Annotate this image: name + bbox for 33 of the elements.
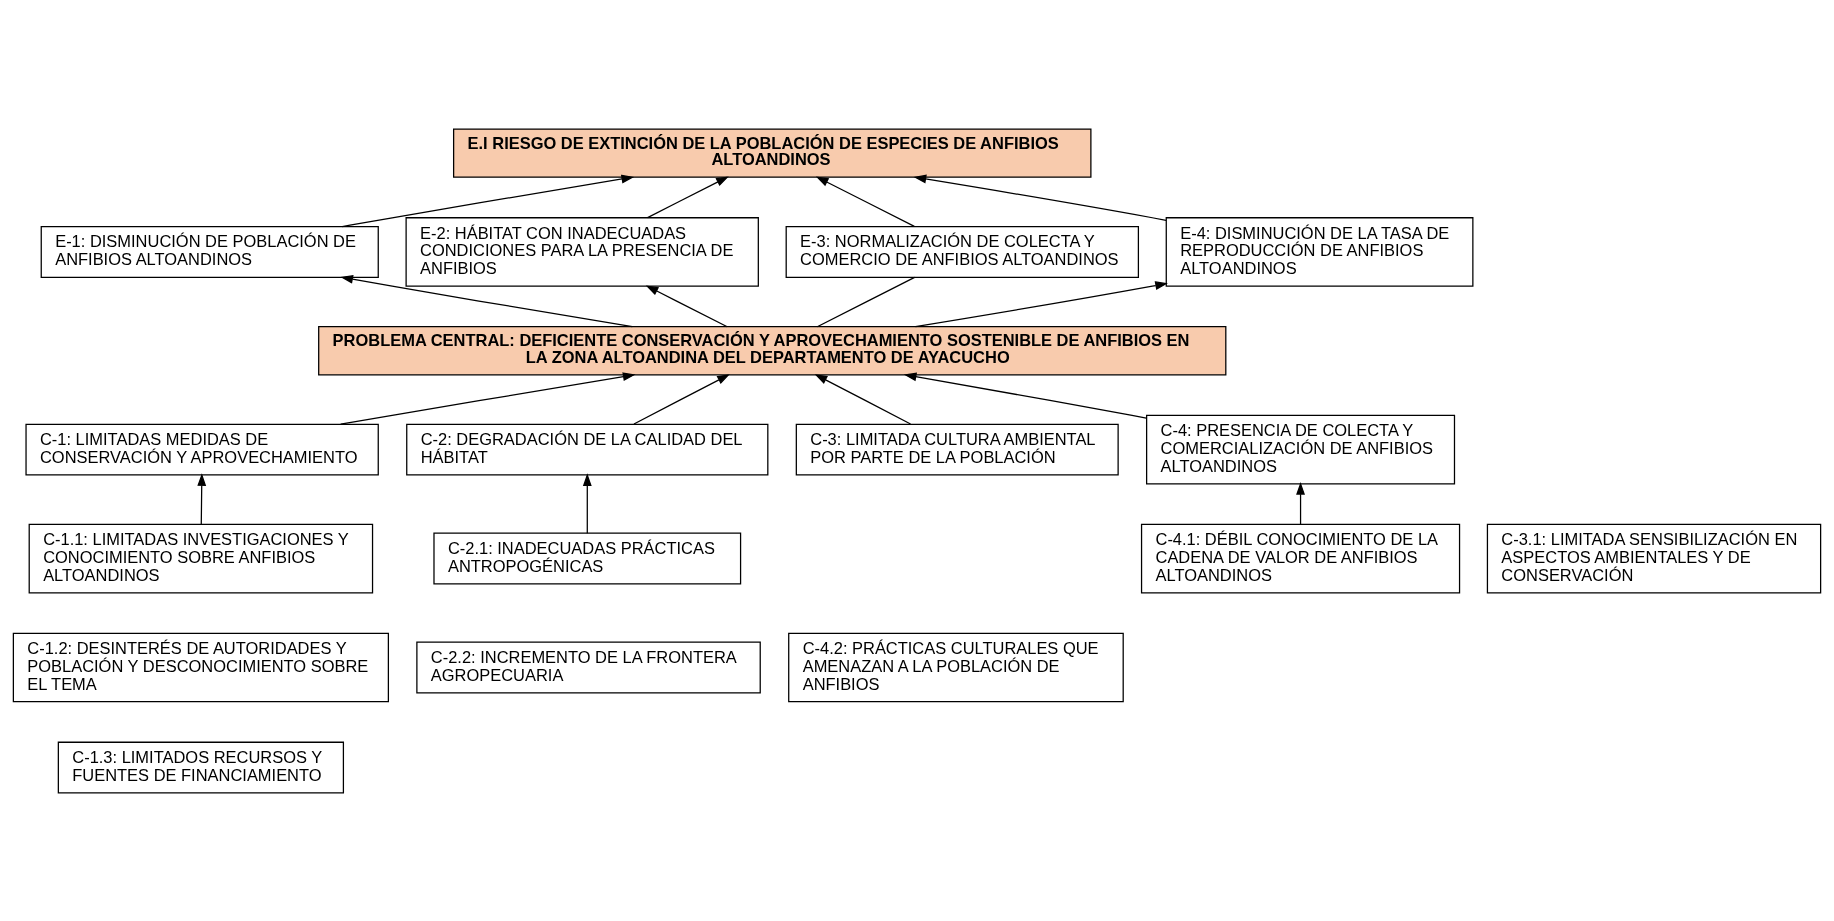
node-box: C-1.2: DESINTERÉS DE AUTORIDADES Y POBLACIÓN Y DESCONOCIMIENTO SOBRE EL TEMA <box>12 632 389 702</box>
node-box: C-1.3: LIMITADOS RECURSOS Y FUENTES DE FINANCIAMIENTO <box>57 741 345 794</box>
arrow <box>340 274 633 327</box>
arrow <box>913 174 1167 221</box>
node-box: E-4: DISMINUCIÓN DE LA TASA DE REPRODUCCIÓN DE ANFIBIOS ALTOANDINOS <box>1165 216 1474 287</box>
arrow <box>647 175 729 218</box>
node-box: E-1: DISMINUCIÓN DE POBLACIÓN DE ANFIBIOS ALTOANDINOS <box>40 225 379 278</box>
node-box: C-1: LIMITADAS MEDIDAS DE CONSERVACIÓN Y APROVECHAMIENTO <box>25 423 379 476</box>
arrow <box>814 373 912 425</box>
arrow <box>582 472 592 534</box>
arrow <box>815 176 915 227</box>
node-box: C-3.1: LIMITADA SENSIBILIZACIÓN EN ASPECTOS AMBIENTALES Y DE CONSERVACIÓN <box>1486 523 1822 593</box>
arrow <box>197 472 207 525</box>
node-box: C-4.1: DÉBIL CONOCIMIENTO DE LA CADENA DE VALOR DE ANFIBIOS ALTOANDINOS <box>1140 523 1461 593</box>
node-box: PROBLEMA CENTRAL: DEFICIENTE CONSERVACIÓN Y APROVECHAMIENTO SOSTENIBLE DE ANFIBIOS EN LA ZONA ALTOANDINA DEL DEPARTAMENTO DE AYACUCHO <box>318 325 1227 375</box>
node-box: C-1.1: LIMITADAS INVESTIGACIONES Y CONOCIMIENTO SOBRE ANFIBIOS ALTOANDINOS <box>28 523 374 593</box>
node-box: E.I RIESGO DE EXTINCIÓN DE LA POBLACIÓN DE ESPECIES DE ANFIBIOS ALTOANDINOS <box>453 127 1092 178</box>
arrow <box>645 284 728 327</box>
node-box: C-3: LIMITADA CULTURA AMBIENTAL POR PARTE DE LA POBLACIÓN <box>795 423 1119 476</box>
arrow <box>341 174 635 227</box>
arrow <box>914 280 1168 327</box>
node-box: C-4: PRESENCIA DE COLECTA Y COMERCIALIZACIÓN DE ANFIBIOS ALTOANDINOS <box>1146 414 1456 484</box>
node-box: C-4.2: PRÁCTICAS CULTURALES QUE AMENAZAN A LA POBLACIÓN DE ANFIBIOS <box>788 632 1124 702</box>
node-box: C-2.1: INADECUADAS PRÁCTICAS ANTROPOGÉNICAS <box>433 532 742 585</box>
node-box: E-2: HÁBITAT CON INADECUADAS CONDICIONES PARA LA PRESENCIA DE ANFIBIOS <box>405 216 759 287</box>
arrow <box>340 371 636 425</box>
node-box: C-2: DEGRADACIÓN DE LA CALIDAD DEL HÁBITAT <box>406 423 769 476</box>
connector <box>816 276 916 327</box>
arrow <box>1296 481 1305 525</box>
arrow <box>903 371 1147 419</box>
arrow <box>633 373 730 425</box>
node-box: C-2.2: INCREMENTO DE LA FRONTERA AGROPECUARIA <box>416 641 761 693</box>
node-box: E-3: NORMALIZACIÓN DE COLECTA Y COMERCIO DE ANFIBIOS ALTOANDINOS <box>785 225 1140 278</box>
